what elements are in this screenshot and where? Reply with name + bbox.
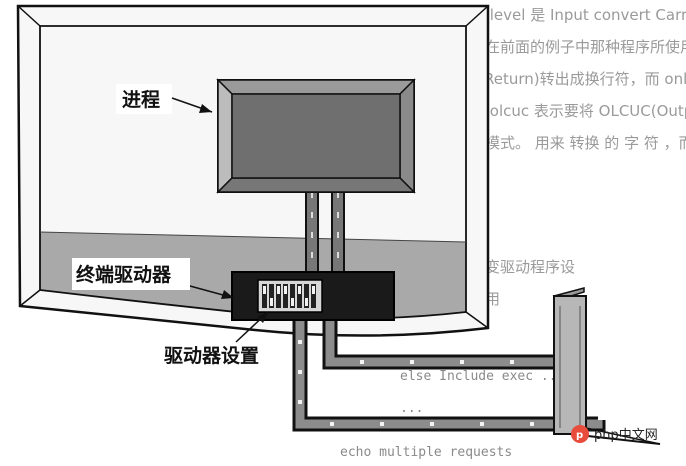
keyboard-cable	[292, 320, 606, 432]
keyboard	[552, 287, 661, 445]
bg-text-line: 之 level 是 Input convert Carriage Return …	[470, 6, 686, 24]
bg-text-line: 改变驱动程序设	[470, 258, 575, 276]
watermark-text: php中文网	[594, 428, 658, 443]
bg-mono-line: ...	[400, 401, 423, 416]
bg-text-line: e Return)转出成换行符，而 onlcr 则将一个换行符转换	[470, 70, 686, 88]
watermark-logo-icon	[571, 425, 589, 443]
process-box-face	[231, 93, 401, 179]
label-process: 进程	[116, 84, 213, 114]
process-box	[216, 78, 416, 194]
watermark: p php中文网	[571, 425, 658, 443]
keyboard-body	[553, 295, 587, 435]
bg-text-line: 即在前面的例子中那种程序所使用的操作。当转 onlc 作	[470, 38, 686, 56]
bg-text-line: 的模式。 用来 转换 的 字 符 ，而 其 他 的	[470, 134, 686, 152]
label-terminal-driver: 终端驱动器	[72, 258, 235, 299]
label-process-text: 进程	[122, 89, 160, 111]
label-driver-settings-text: 驱动器设置	[164, 345, 259, 367]
screen-band-edge	[39, 231, 467, 243]
terminal-driver-box	[231, 271, 395, 321]
bezel-bevel	[17, 5, 41, 27]
label-driver-settings: 驱动器设置	[164, 311, 269, 367]
label-terminal-driver-text: 终端驱动器	[76, 263, 172, 286]
bg-mono-line: else Include exec ...	[400, 369, 564, 384]
bezel-bevel	[465, 311, 489, 329]
svg-text:p: p	[576, 430, 583, 441]
bg-text-line: 。 olcuc 表示要将 OLCUC(Output Lowercase to U…	[470, 102, 686, 120]
bezel-bevel	[465, 5, 489, 27]
bg-mono-line: echo multiple requests	[340, 445, 512, 460]
bezel-bevel	[19, 289, 41, 307]
dip-switches	[262, 284, 316, 308]
